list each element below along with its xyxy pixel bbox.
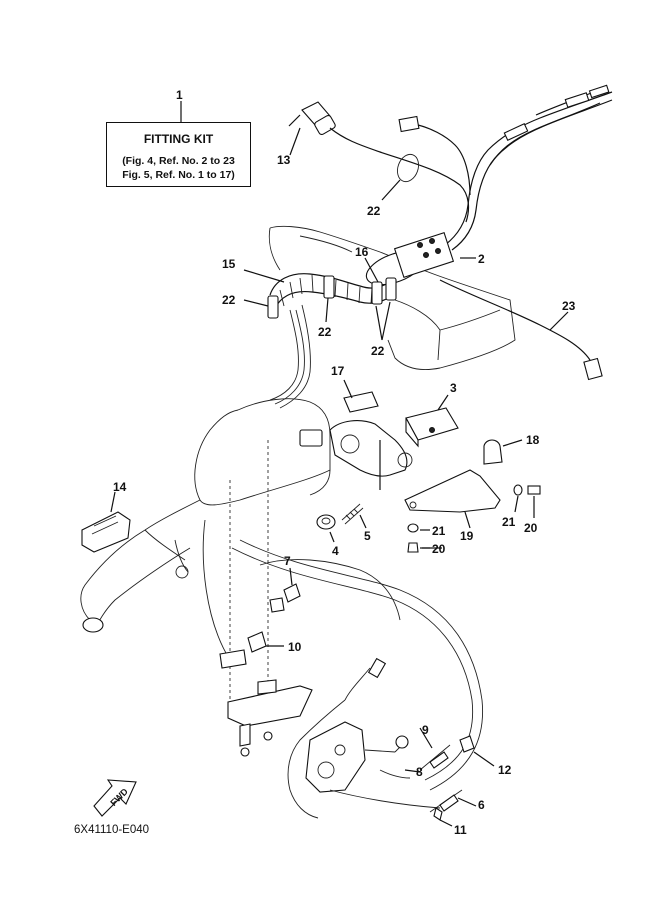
block-3	[405, 394, 459, 448]
corrugated-harness	[269, 232, 455, 309]
callout-23: 23	[562, 299, 576, 313]
callout-11: 11	[454, 823, 467, 837]
callout-16: 16	[355, 245, 369, 259]
callout-19: 19	[460, 529, 474, 543]
leader-22-right-a	[375, 305, 383, 341]
callout-6: 6	[478, 798, 485, 812]
steering-handle-body	[80, 398, 331, 633]
bolt-5	[341, 503, 367, 529]
clamp-7	[269, 567, 301, 613]
callout-8: 8	[416, 765, 423, 779]
callout-1: 1	[176, 88, 183, 102]
callout-20a: 20	[524, 521, 538, 535]
callout-15: 15	[222, 257, 236, 271]
handle-connector	[299, 429, 323, 447]
callout-4: 4	[332, 544, 339, 558]
callout-labels: 1 2 3 4 5 6 7 8 9 10 11 12 13 14 15 16 1…	[113, 88, 576, 837]
callout-3: 3	[450, 381, 457, 395]
callout-12: 12	[498, 763, 512, 777]
rod-8	[404, 727, 451, 773]
callout-5: 5	[364, 529, 371, 543]
nut-4	[316, 514, 336, 543]
callout-2: 2	[478, 252, 485, 266]
leader-22-right-b	[381, 301, 391, 341]
harness-wires	[269, 304, 311, 409]
control-bracket	[329, 420, 413, 490]
fitting-kit-box: FITTING KIT (Fig. 4, Ref. No. 2 to 23 Fi…	[106, 122, 251, 187]
cable-bracket	[227, 679, 313, 757]
bracket-19	[404, 469, 501, 529]
cable-23	[439, 279, 603, 381]
leader-17	[343, 379, 353, 399]
leader-15	[243, 269, 285, 283]
callout-21a: 21	[502, 515, 516, 529]
leader-22-mid	[325, 297, 329, 323]
small-connector	[398, 115, 471, 196]
fitting-kit-ref-line-1: (Fig. 4, Ref. No. 2 to 23	[122, 155, 235, 167]
callout-22d: 22	[371, 344, 385, 358]
reference-lines	[229, 440, 269, 720]
clip-12	[459, 735, 495, 767]
callout-7: 7	[284, 554, 291, 568]
callout-14: 14	[113, 480, 127, 494]
leader-22-left	[243, 299, 269, 307]
harness-clamps	[267, 275, 397, 319]
leader-23	[549, 311, 569, 331]
engine-bracket-housing	[268, 225, 516, 370]
control-cables	[444, 84, 613, 251]
leader-16	[364, 257, 379, 283]
fitting-kit-title: FITTING KIT	[143, 132, 214, 146]
throttle-link-assembly	[287, 657, 441, 819]
drawing-code: 6X41110-E040	[74, 824, 150, 836]
callout-21b: 21	[432, 524, 446, 538]
callout-10: 10	[288, 640, 302, 654]
fitting-kit-ref-line-2: Fig. 5, Ref. No. 1 to 17)	[122, 169, 235, 181]
callout-22c: 22	[318, 325, 332, 339]
rod-6	[429, 789, 477, 827]
leader-13	[289, 127, 301, 156]
band-clamp-top	[397, 153, 419, 183]
callout-22b: 22	[222, 293, 236, 307]
callout-20b: 20	[432, 542, 446, 556]
plate-17	[343, 391, 379, 413]
callout-13: 13	[277, 153, 291, 167]
callout-18: 18	[526, 433, 540, 447]
leader-22-top	[381, 179, 401, 201]
fwd-arrow-icon: FWD	[93, 779, 137, 817]
callout-22a: 22	[367, 204, 381, 218]
callout-9: 9	[422, 723, 429, 737]
remote-part-14	[81, 491, 131, 553]
clamp-10	[219, 631, 284, 669]
callout-17: 17	[331, 364, 345, 378]
clamp-18	[483, 439, 523, 465]
wiring-connector-13	[288, 101, 470, 223]
